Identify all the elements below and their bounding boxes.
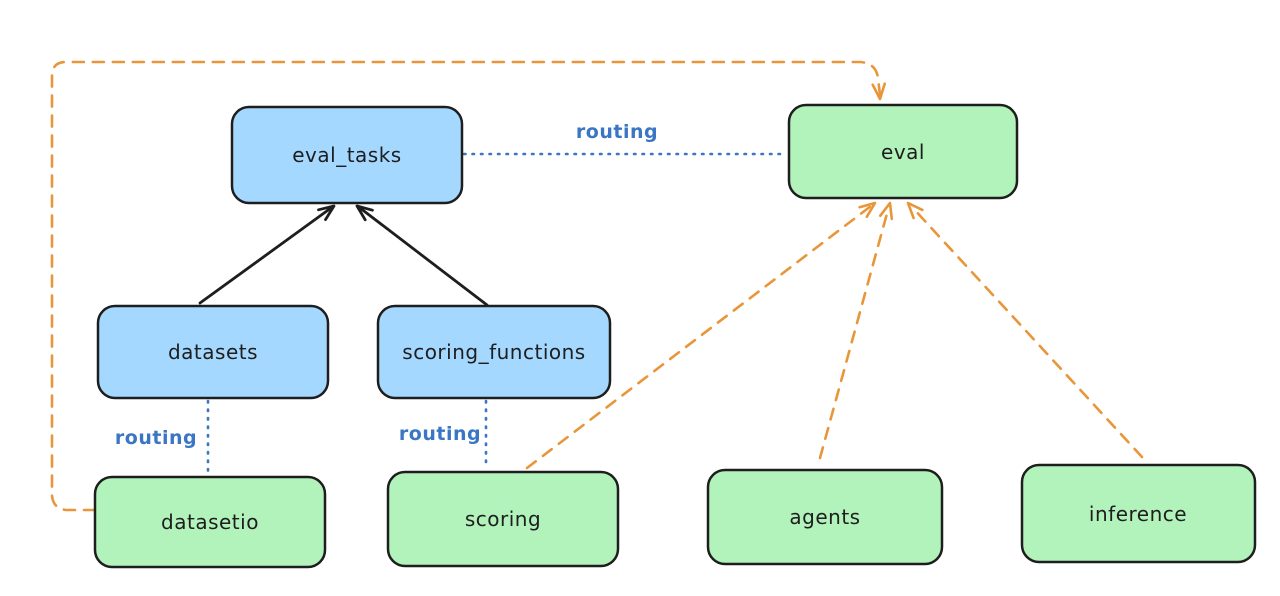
edge-inference-to-eval-arrowhead [906, 201, 924, 220]
edge-scoring-functions-to-eval-tasks-path [358, 206, 489, 307]
node-datasets-label: datasets [168, 340, 258, 364]
node-eval-tasks: eval_tasks [230, 105, 464, 205]
edge-inference-to-eval [906, 201, 1144, 459]
node-datasetio-label: datasetio [161, 510, 259, 534]
edge-agents-to-eval-arrowhead [879, 201, 894, 221]
routing-label: routing [576, 121, 658, 143]
node-eval-box [787, 103, 1019, 200]
node-scoring-box [386, 470, 620, 568]
node-scoring-functions-box [376, 304, 612, 400]
edge-datasets-to-datasetio: routing [115, 399, 210, 476]
node-agents: agents [706, 468, 944, 566]
node-scoring-functions-label: scoring_functions [402, 340, 585, 364]
edge-datasets-to-eval-tasks-arrowhead [317, 204, 336, 221]
node-inference: inference [1020, 463, 1257, 564]
edge-datasets-to-eval-tasks [198, 204, 336, 305]
edge-agents-to-eval-path [818, 206, 890, 460]
node-inference-box [1020, 463, 1257, 564]
edge-inference-to-eval-path [910, 205, 1144, 459]
node-datasetio: datasetio [93, 475, 327, 569]
node-eval-label: eval [881, 140, 925, 164]
edge-scoring-to-eval [525, 201, 877, 470]
node-inference-label: inference [1089, 502, 1187, 526]
edge-scoring-functions-to-scoring: routing [399, 399, 488, 471]
routing-label: routing [115, 427, 197, 449]
node-agents-label: agents [789, 505, 860, 529]
node-eval-tasks-label: eval_tasks [292, 143, 401, 167]
edge-eval-tasks-to-eval: routing [462, 121, 789, 156]
node-scoring-label: scoring [465, 507, 541, 531]
node-datasetio-box [93, 475, 327, 569]
node-eval-tasks-box [230, 105, 464, 205]
node-agents-box [706, 468, 944, 566]
node-datasets-box [96, 304, 330, 400]
node-eval: eval [787, 103, 1019, 200]
routing-label: routing [399, 423, 481, 445]
node-datasets: datasets [96, 304, 330, 400]
edge-scoring-to-eval-arrowhead [858, 201, 877, 219]
edge-agents-to-eval [818, 201, 894, 460]
node-scoring: scoring [386, 470, 620, 568]
edge-datasetio-to-eval [50, 60, 886, 512]
edge-datasetio-to-eval-arrowhead [871, 82, 886, 101]
edge-scoring-functions-to-eval-tasks-arrowhead [355, 204, 374, 222]
node-scoring-functions: scoring_functions [376, 304, 612, 400]
edge-scoring-functions-to-eval-tasks [355, 204, 489, 307]
edge-datasets-to-eval-tasks-path [198, 206, 333, 305]
edge-datasetio-to-eval-path [50, 60, 882, 512]
edge-scoring-to-eval-path [525, 204, 873, 470]
